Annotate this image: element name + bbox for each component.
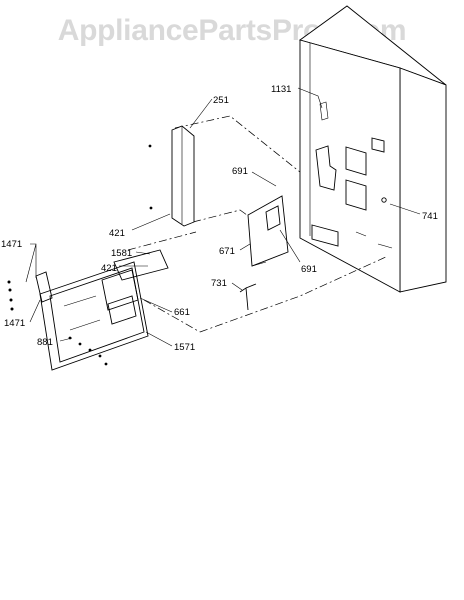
screw (78, 342, 82, 346)
callout-251: 251 (213, 95, 229, 106)
bracket-1581 (113, 249, 169, 281)
leader-691a (251, 171, 277, 187)
base-slot-a (355, 231, 367, 237)
leader-691b (279, 229, 301, 263)
screw (7, 280, 11, 284)
leader-1581 (135, 251, 151, 255)
valve-bracket (315, 145, 337, 191)
part-251-panel (148, 125, 195, 227)
screw (9, 298, 13, 302)
panel-window-1571 (107, 295, 137, 325)
panel-251 (171, 125, 195, 227)
assembly-line-left (127, 231, 197, 251)
leader-1471b (29, 299, 41, 323)
leader-741 (389, 203, 421, 215)
bottom-slot (311, 224, 339, 247)
cabinet-side (399, 67, 447, 293)
leader-lines (25, 87, 421, 347)
callout-1471-lower: 1471 (4, 318, 25, 329)
callout-1471: 1471 (1, 239, 22, 250)
screw (148, 144, 152, 148)
callout-691-lower: 691 (301, 264, 317, 275)
board-component (265, 205, 281, 231)
harness-731 (239, 283, 257, 311)
leader-1471a (25, 243, 37, 283)
callout-1581: 1581 (111, 248, 132, 259)
callout-671: 671 (219, 246, 235, 257)
assembly-line-panel (143, 299, 201, 333)
screw (8, 288, 12, 292)
leader-671 (239, 243, 251, 251)
panel-inner (49, 267, 145, 363)
callout-741: 741 (422, 211, 438, 222)
assembly-line-bottom (199, 255, 389, 333)
panel-detail-line (63, 295, 97, 307)
cabinet-housing (298, 5, 447, 293)
leader-661 (139, 297, 173, 313)
leader-251 (189, 98, 213, 129)
leader-421a (131, 213, 171, 231)
panel-detail-line (69, 319, 101, 331)
callout-1571: 1571 (174, 342, 195, 353)
leader-881 (59, 337, 73, 342)
side-tab-1471 (35, 271, 53, 303)
part-control-panel-assembly (7, 249, 169, 371)
cabinet-back-panel (299, 39, 401, 293)
screw (149, 206, 153, 210)
panel-window-661 (101, 269, 139, 311)
screw (104, 362, 108, 366)
base-slot-b (377, 243, 393, 249)
screw (88, 348, 92, 352)
clip-1131 (319, 101, 329, 121)
leader-731 (231, 282, 243, 291)
callout-1131: 1131 (271, 84, 291, 95)
leader-1131 (297, 87, 323, 109)
panel-frame (39, 261, 149, 371)
callout-691: 691 (232, 166, 248, 177)
callout-881: 881 (37, 337, 53, 348)
part-671-board (247, 195, 289, 267)
callout-labels: 251 1131 691 741 421 671 691 1581 421 14… (1, 84, 438, 353)
leader-1571 (145, 331, 173, 347)
screw (10, 307, 14, 311)
small-cutout (371, 137, 385, 153)
screw-741 (381, 197, 387, 203)
callout-731: 731 (211, 278, 227, 289)
callout-421-lower: 421 (101, 263, 117, 274)
screw (98, 354, 102, 358)
assembly-line-mid (192, 209, 277, 237)
callout-421: 421 (109, 228, 125, 239)
callout-661: 661 (174, 307, 190, 318)
board-edge (251, 261, 267, 267)
vent-upper (345, 146, 367, 176)
vent-lower (345, 179, 367, 211)
board-671 (247, 195, 289, 267)
